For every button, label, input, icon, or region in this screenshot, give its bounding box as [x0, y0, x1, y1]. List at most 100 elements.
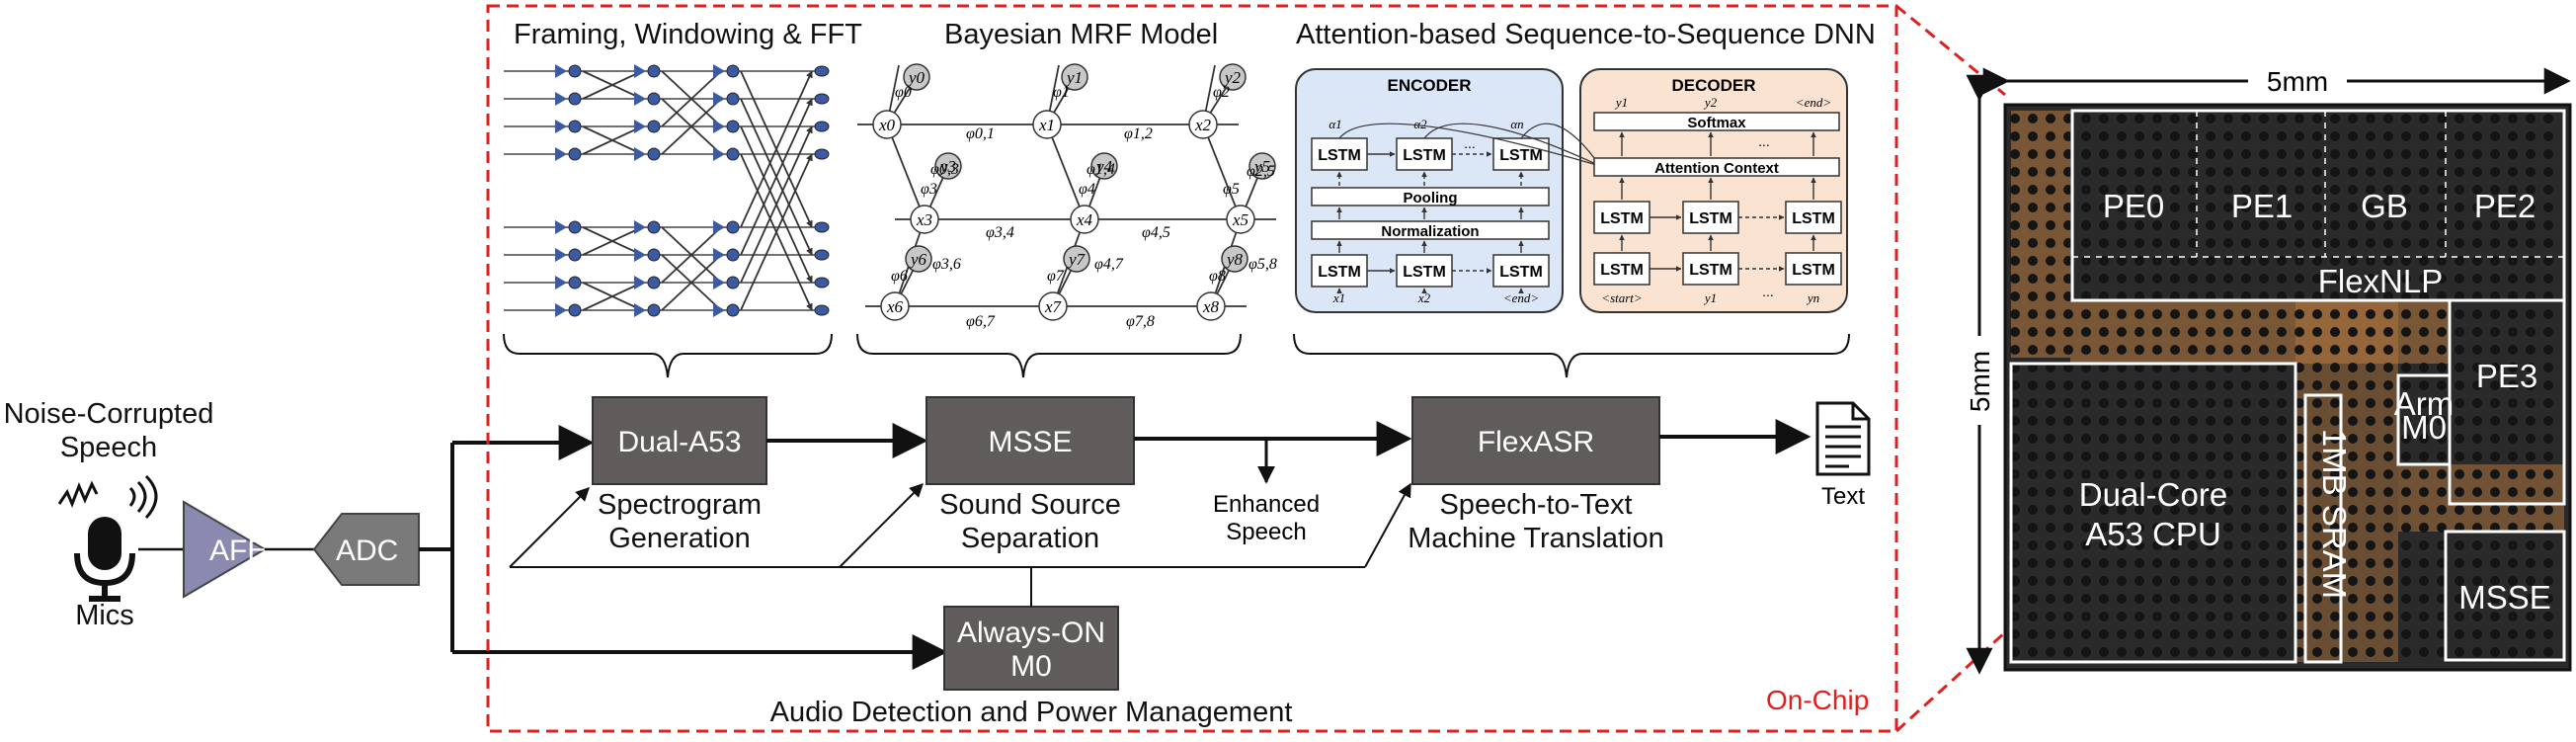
dnn-block-label: LSTM — [1403, 264, 1446, 281]
chip-pe2: PE2 — [2474, 188, 2536, 224]
svg-text:y6: y6 — [909, 250, 927, 269]
dnn-block-label: LSTM — [1600, 210, 1644, 227]
svg-text:x2: x2 — [1194, 116, 1212, 134]
dnn-block — [1311, 254, 1368, 288]
chip-sram: 1MB SRAM — [2316, 429, 2353, 599]
dnn-block-label: LSTM — [1499, 264, 1543, 281]
svg-text:y0: y0 — [907, 68, 926, 87]
encoder-dots: ... — [1464, 135, 1476, 151]
svg-text:y2: y2 — [1223, 68, 1242, 87]
mrf-x-node: x3 — [910, 205, 939, 234]
svg-text:y7: y7 — [1067, 250, 1087, 269]
dnn-block — [1682, 252, 1739, 286]
svg-text:Always-ON: Always-ON — [957, 617, 1105, 649]
chip-cpu-2: A53 CPU — [2085, 516, 2221, 552]
mrf-phi-label: φ3,4 — [986, 224, 1014, 241]
encoder-title: ENCODER — [1387, 76, 1471, 95]
afe-block: AFE — [183, 500, 267, 599]
noise-speech-label: Noise-Corrupted — [4, 398, 214, 430]
dnn-block — [1785, 201, 1842, 234]
mrf-x-node: x1 — [1032, 110, 1062, 139]
microphone-icon — [74, 517, 135, 602]
dnn-block-label: LSTM — [1600, 262, 1644, 279]
chip-pe1: PE1 — [2231, 188, 2293, 224]
mrf-x-node: x8 — [1196, 291, 1226, 321]
svg-text:x1: x1 — [1038, 116, 1055, 134]
chip-die: 5mm 5mm PE0 PE1 GB PE2 FlexNLP PE3 Arm — [1962, 63, 2572, 675]
svg-text:y3: y3 — [938, 157, 956, 176]
decoder-input-label: yn — [1806, 290, 1819, 305]
dnn-block-label: Normalization — [1381, 223, 1479, 240]
mrf-phi-label: φ4 — [1079, 181, 1095, 198]
dnn-block — [1785, 252, 1842, 286]
mrf-phi-label: φ4,5 — [1142, 224, 1170, 241]
svg-text:x4: x4 — [1076, 210, 1093, 229]
svg-text:ADC: ADC — [336, 535, 398, 567]
enhanced-caption-2: Speech — [1226, 519, 1306, 545]
svg-text:M0: M0 — [1010, 650, 1052, 683]
mrf-phi-label: φ1 — [1053, 84, 1070, 101]
svg-text:y4: y4 — [1094, 157, 1113, 176]
svg-text:x0: x0 — [878, 116, 896, 134]
chip-arm-1: Arm — [2394, 385, 2455, 422]
mrf-title: Bayesian MRF Model — [944, 19, 1218, 50]
dnn-block — [1492, 254, 1550, 288]
dnn-block — [1593, 112, 1840, 131]
noise-speech-label-2: Speech — [60, 432, 157, 463]
decoder-input-label: <start> — [1601, 290, 1642, 305]
encoder-alpha-label: α1 — [1328, 117, 1341, 131]
flexasr-block: FlexASR — [1411, 396, 1660, 485]
adc-block: ADC — [312, 513, 420, 586]
mrf-x-node: x7 — [1038, 291, 1068, 321]
dnn-title: Attention-based Sequence-to-Sequence DNN — [1296, 19, 1876, 50]
chip-arm-2: M0 — [2401, 409, 2447, 446]
decoder-output-label: y2 — [1703, 95, 1718, 110]
dnn-block — [1311, 187, 1550, 206]
mrf-phi-label: φ8 — [1209, 268, 1226, 285]
dnn-block-label: Pooling — [1404, 190, 1458, 206]
msse-block: MSSE — [926, 396, 1135, 485]
mics-label: Mics — [75, 600, 134, 631]
dnn-block — [1593, 252, 1650, 286]
dnn-block — [1682, 201, 1739, 234]
a53-caption-2: Generation — [608, 523, 751, 554]
encoder-input-label: x1 — [1332, 290, 1345, 305]
svg-text:FlexASR: FlexASR — [1478, 426, 1594, 458]
mrf-y-node: y8 — [1221, 245, 1248, 273]
chip-pe0: PE0 — [2103, 188, 2164, 224]
mrf-phi-label: φ1,4 — [1087, 161, 1115, 178]
mrf-phi-label: φ0 — [895, 84, 912, 101]
decoder-output-label: y1 — [1614, 95, 1628, 110]
svg-text:y5: y5 — [1252, 157, 1270, 176]
dnn-block-label: LSTM — [1403, 147, 1446, 164]
chip-pe3: PE3 — [2476, 358, 2537, 394]
dnn-block-label: LSTM — [1318, 147, 1361, 164]
dnn-block — [1311, 137, 1368, 171]
on-chip-label: On-Chip — [1766, 685, 1869, 715]
chip-width-label: 5mm — [2267, 66, 2328, 97]
text-document-icon — [1815, 401, 1871, 476]
dnn-block-label: Attention Context — [1654, 160, 1779, 177]
input-section: Noise-Corrupted Speech Mics AFE ADC — [4, 398, 948, 670]
svg-text:Dual-A53: Dual-A53 — [617, 426, 741, 458]
svg-text:y8: y8 — [1225, 250, 1244, 269]
chip-flexnlp: FlexNLP — [2318, 263, 2444, 299]
svg-text:y1: y1 — [1065, 68, 1083, 87]
encoder-alpha-label: α2 — [1413, 117, 1427, 131]
svg-text:x7: x7 — [1044, 297, 1063, 316]
decoder-input-dots: ... — [1762, 284, 1774, 299]
chip-height-label: 5mm — [1965, 351, 1995, 412]
mrf-phi-label: φ6 — [891, 268, 908, 285]
mrf-phi-label: φ1,2 — [1124, 125, 1153, 142]
dnn-block-label: LSTM — [1689, 210, 1732, 227]
mrf-y-node: y1 — [1061, 63, 1088, 91]
chip-gb: GB — [2361, 188, 2408, 224]
mrf-x-node: x6 — [880, 291, 910, 321]
text-label: Text — [1821, 483, 1865, 510]
on-chip-border — [486, 4, 1898, 733]
svg-text:x8: x8 — [1202, 297, 1220, 316]
mrf-x-node: x2 — [1188, 110, 1218, 139]
mrf-phi-label: φ2,5 — [1247, 163, 1275, 180]
svg-text:x5: x5 — [1232, 210, 1248, 229]
